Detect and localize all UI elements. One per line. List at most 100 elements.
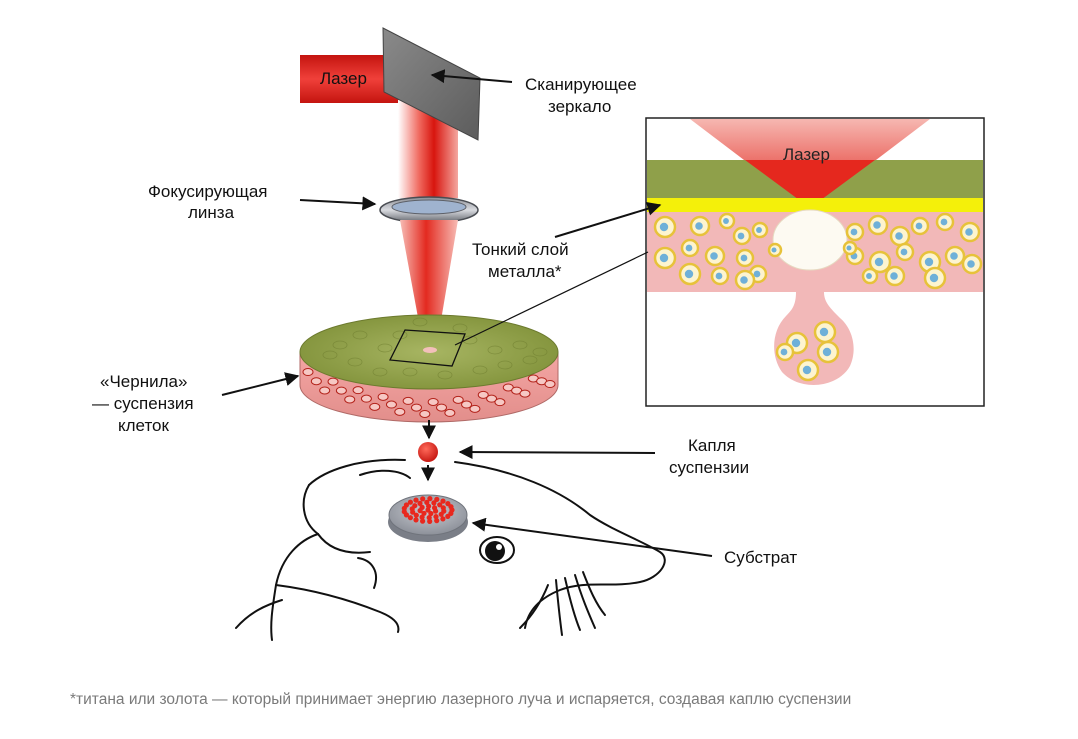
inset-laser-cone-over [745, 160, 875, 208]
scanning-mirror [382, 27, 481, 141]
zoom-connector-line [454, 251, 649, 346]
substrate-dot-11 [419, 514, 425, 520]
metal-label-line2: металла* [488, 262, 562, 281]
disk-side-cell-29 [544, 380, 556, 388]
disk-texture-cell-9 [497, 360, 513, 370]
disk-side-cell-2 [319, 386, 331, 395]
footnote: *титана или золота — который принимает э… [70, 691, 851, 708]
arrow-to-metal-layer [554, 201, 662, 238]
disk-side-cell-19 [461, 400, 473, 409]
disk-side-cell-9 [377, 392, 389, 401]
metal-label-line1: Тонкий слой [472, 240, 569, 259]
disk-side-cell-12 [402, 396, 414, 405]
disk-side-cell-11 [394, 407, 406, 416]
inset-cell-core-16 [915, 222, 923, 230]
inset-cell-core-24 [967, 260, 975, 268]
disk-texture-cell-6 [347, 357, 363, 367]
substrate-dot-17 [424, 499, 430, 505]
substrate-dot-5 [419, 504, 425, 510]
inset-metal-layer [647, 198, 983, 212]
inset-cell-core-14 [873, 221, 881, 229]
arrow-to-droplet [458, 445, 656, 460]
disk-side-cell-6 [352, 386, 364, 395]
inset-cell-core-30 [791, 338, 801, 348]
inset-cell-core-32 [822, 347, 832, 357]
inset-jet [774, 292, 854, 385]
suspension-droplet [418, 442, 438, 462]
disk-texture-cell-13 [322, 350, 338, 360]
disk-side-cells [302, 368, 556, 418]
inset-cell-core-33 [802, 365, 812, 375]
laser-focus-cone [400, 220, 458, 350]
substrate-dot-19 [437, 502, 443, 508]
disk-side-cell-22 [486, 394, 498, 403]
lens-label-line2: линза [188, 203, 235, 222]
disk-texture-cell-4 [487, 345, 503, 355]
mouse-outline [235, 458, 666, 641]
substrate-dot-37 [440, 498, 446, 504]
disk-side-cell-21 [477, 390, 489, 399]
disk-texture [322, 317, 548, 380]
inset-cells [653, 212, 983, 382]
inset-cell-core-13 [850, 228, 858, 236]
substrate-dot-35 [427, 496, 433, 502]
inset-cell-core-28 [771, 247, 777, 253]
substrate-dot-7 [432, 505, 438, 511]
inset-laser-label: Лазер [783, 145, 830, 164]
inset-cell-core-21 [900, 248, 908, 256]
disk-texture-cell-1 [352, 330, 368, 340]
mirror-label-line1: Сканирующее [525, 75, 637, 94]
inset-cell-core-27 [929, 273, 939, 283]
inset-cell-core-29 [846, 245, 852, 251]
ink-label-line3: клеток [118, 416, 169, 435]
substrate-dot-10 [426, 515, 432, 521]
inset-cell-core-12 [715, 272, 723, 280]
disk-side-cell-20 [469, 404, 481, 413]
ink-label-line2: — суспензия [92, 394, 194, 413]
substrate-dot-12 [413, 512, 419, 518]
lens-label-line1: Фокусирующая [148, 182, 267, 201]
inset-cell-core-18 [965, 228, 973, 236]
substrate-label: Субстрат [724, 548, 797, 567]
inset-cell-core-3 [737, 232, 745, 240]
disk-texture-cell-8 [472, 365, 488, 375]
substrate-dot-21 [441, 508, 447, 514]
inset-panel: Лазер [645, 117, 985, 407]
substrate-dot-31 [403, 502, 409, 508]
inset-cell-core-6 [685, 244, 693, 252]
focusing-lens [379, 196, 479, 224]
disk-side-cell-5 [344, 395, 356, 404]
inset-cell-core-26 [890, 272, 898, 280]
disk-side-cell-26 [519, 389, 531, 398]
inset-cell-core-1 [695, 222, 703, 230]
inset-cell-core-7 [710, 252, 718, 260]
substrate-dot-33 [413, 497, 419, 503]
substrate-dot-25 [420, 518, 426, 524]
disk-side-cell-3 [327, 377, 339, 386]
inset-cell-core-23 [950, 252, 958, 260]
inset-cell-core-5 [659, 253, 669, 263]
substrate-dot-32 [407, 499, 413, 505]
substrate-dot-42 [445, 513, 451, 520]
inset-cell-core-2 [723, 218, 729, 224]
disk-side-cell-18 [452, 395, 464, 404]
inset-cell-core-4 [756, 227, 762, 233]
drop-label-line1: Капля [688, 436, 736, 455]
inset-cell-core-9 [753, 270, 761, 278]
disk-texture-cell-16 [452, 323, 468, 333]
ink-label-line1: «Чернила» [100, 372, 187, 391]
substrate-dot-36 [434, 496, 440, 502]
disk-side-cell-13 [410, 403, 422, 412]
substrate-dot-24 [427, 518, 433, 525]
laser-label: Лазер [320, 69, 367, 88]
disk-texture-cell-7 [372, 367, 388, 377]
inset-cell-core-34 [780, 348, 788, 356]
disk-side-cell-17 [444, 408, 456, 417]
disk-side-cell-1 [310, 377, 322, 386]
arrow-to-mirror [430, 69, 513, 84]
substrate-dot-23 [434, 518, 440, 524]
disk-texture-cell-14 [532, 347, 548, 357]
inset-cell-core-11 [684, 269, 694, 279]
disk-texture-cell-0 [332, 340, 348, 350]
inset-cell-core-22 [924, 257, 934, 267]
